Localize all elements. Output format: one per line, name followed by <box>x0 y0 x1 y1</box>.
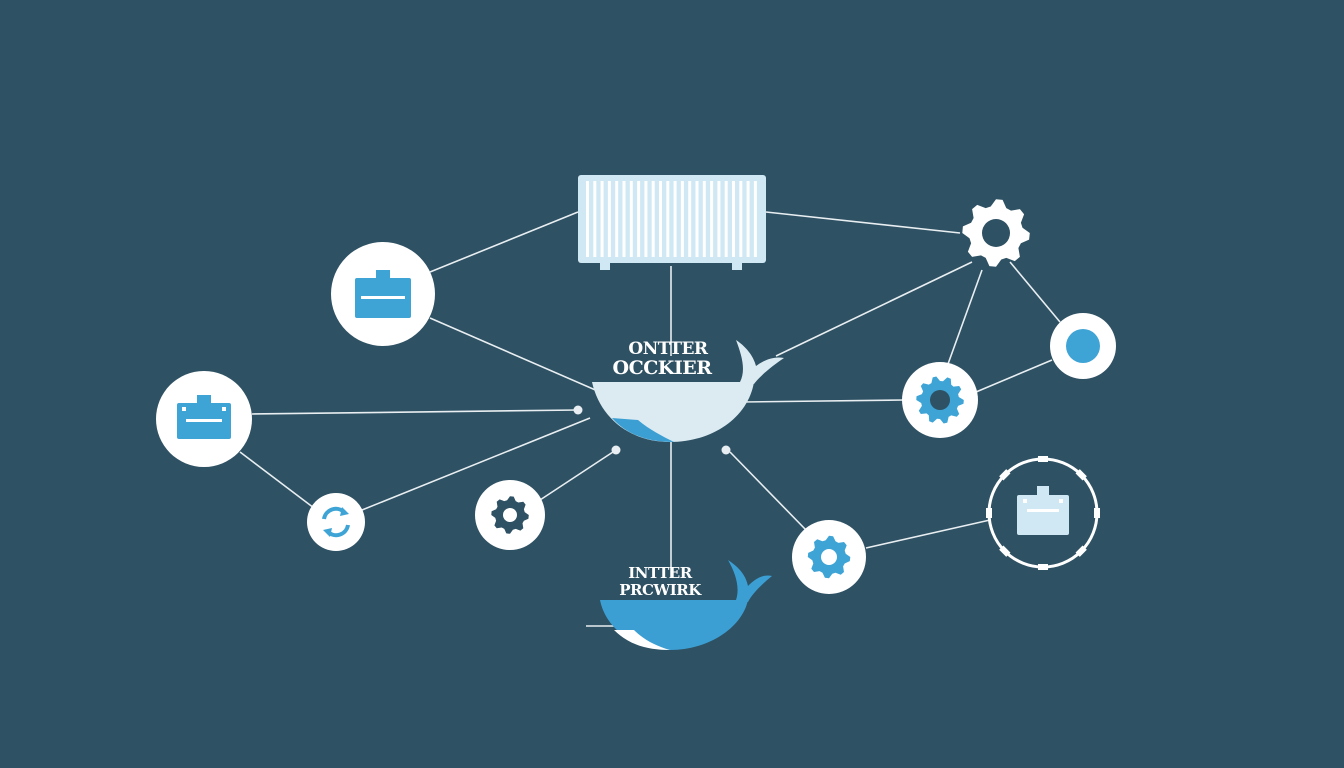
ring-tick <box>1075 545 1087 557</box>
container-rib <box>688 181 692 257</box>
container-rib <box>702 181 706 257</box>
toolbox-icon <box>355 270 411 318</box>
container-ribs <box>586 181 757 257</box>
toolbox-icon <box>1017 486 1069 535</box>
ring-toolbox-node[interactable] <box>986 456 1100 570</box>
ring-ticks <box>986 456 1100 570</box>
ring-tick <box>986 508 992 518</box>
container-rib <box>586 181 589 257</box>
edge-container-to-gear <box>765 211 961 234</box>
edge-gear-top-to-dot <box>1009 261 1061 323</box>
container-rib <box>651 181 655 257</box>
gear-hole <box>982 219 1010 247</box>
container-rib <box>666 181 670 257</box>
container-rib <box>622 181 626 257</box>
ring-tick <box>1094 508 1100 518</box>
gear-node-left[interactable] <box>475 480 545 550</box>
container-foot-right <box>732 262 742 270</box>
container-rib <box>644 181 648 257</box>
edge-hub-to-gear-right <box>729 451 807 531</box>
container-rib <box>695 181 699 257</box>
container-icon <box>578 175 766 270</box>
container-rib <box>600 181 604 257</box>
gear-hole <box>930 390 950 410</box>
container-rib <box>753 181 757 257</box>
edge-toolbox2-to-refresh <box>239 451 315 509</box>
junction-dots <box>573 405 731 455</box>
toolbox-icon <box>177 395 231 439</box>
gear-icon <box>807 535 851 579</box>
container-rib <box>746 181 750 257</box>
container-rib <box>739 181 743 257</box>
whale-belly-bottom <box>614 630 670 650</box>
container-rib <box>710 181 714 257</box>
container-rib <box>717 181 721 257</box>
gear-hole <box>503 508 517 522</box>
container-rib <box>637 181 641 257</box>
whale-label-top-line2: OCCKIER <box>613 357 713 379</box>
edge-gear-top-to-gear-mid <box>947 269 983 365</box>
container-rib <box>615 181 619 257</box>
container-rib <box>732 181 735 257</box>
gear-icon <box>962 199 1030 267</box>
ring-tick <box>999 545 1011 557</box>
edge-hub-to-gear-mid <box>741 399 905 403</box>
circle-dot-node[interactable] <box>1050 313 1116 379</box>
gear-node-right[interactable] <box>792 520 866 594</box>
gear-node-top[interactable] <box>962 199 1030 267</box>
refresh-node[interactable] <box>307 493 365 551</box>
junction-dot <box>721 445 731 455</box>
whale-label-top-line1: ONTTER <box>628 339 709 359</box>
junction-dot <box>611 445 621 455</box>
whale-hub-top[interactable]: ONTTER OCCKIER <box>592 339 784 442</box>
whale-label-bottom-line2: PRCWIRK <box>619 581 702 599</box>
gear-icon <box>491 496 529 534</box>
container-foot-left <box>600 262 610 270</box>
junction-dot <box>573 405 583 415</box>
container-rib <box>673 181 677 257</box>
whale-bottom[interactable]: INTTER PRCWIRK <box>600 560 772 650</box>
container-rib <box>607 181 611 257</box>
edge-toolbox-to-hub <box>429 317 601 393</box>
container-body <box>578 175 766 263</box>
ring-tick <box>1038 564 1048 570</box>
whale-tail-top <box>736 340 784 384</box>
edge-whale-to-gear-top <box>775 261 973 357</box>
container-rib <box>724 181 728 257</box>
container-rib <box>629 181 633 257</box>
container-rib <box>593 181 597 257</box>
toolbox-node-upper[interactable] <box>331 242 435 346</box>
edge-gear-right-to-ring <box>865 519 991 549</box>
whale-belly-top <box>612 418 674 442</box>
whale-tail-bottom <box>728 560 772 602</box>
gear-icon <box>916 376 964 424</box>
gear-node-mid[interactable] <box>902 362 978 438</box>
toolbox-node-left[interactable] <box>156 371 252 467</box>
edge-container-to-toolbox <box>429 211 579 273</box>
edge-refresh-to-hub <box>361 417 591 511</box>
refresh-icon <box>322 506 350 538</box>
ring-tick <box>1075 469 1087 481</box>
edge-gear-left-to-hub <box>539 449 617 501</box>
node-circle <box>307 493 365 551</box>
edge-toolbox2-to-hub <box>251 409 579 415</box>
whale-label-bottom-line1: INTTER <box>628 564 692 582</box>
gear-hole <box>821 549 837 565</box>
container-rib <box>659 181 662 257</box>
connector-lines <box>239 211 1061 627</box>
edge-gear-mid-to-dot <box>975 359 1053 393</box>
container-rib <box>680 181 684 257</box>
ring-tick <box>999 469 1011 481</box>
circle-dot-icon <box>1066 329 1100 363</box>
ring-tick <box>1038 456 1048 462</box>
